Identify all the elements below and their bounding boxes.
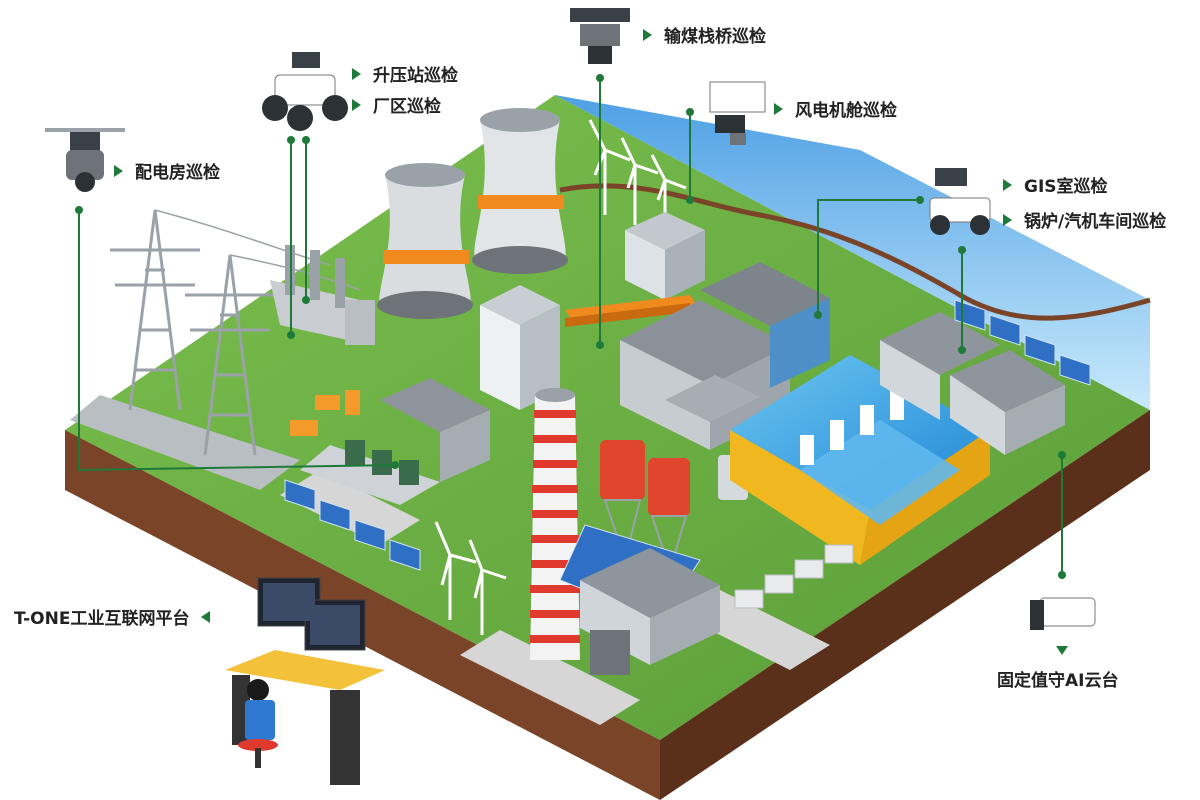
label-distribution-room-text: 配电房巡检 [135,163,220,183]
label-boiler-turbine: 锅炉/汽机车间巡检 [1003,207,1166,232]
cooling-fans [734,544,854,609]
label-ai-ptz: 固定值守AI云台 [997,666,1118,691]
label-boiler-turbine-text: 锅炉/汽机车间巡检 [1024,212,1167,232]
label-wind-nacelle: 风电机舱巡检 [774,96,897,121]
coal-conveyor-bridge [565,295,700,327]
control-building [625,212,705,300]
label-coal-bridge-text: 输煤栈桥巡检 [664,27,766,47]
arrow-right-icon [1003,213,1012,226]
office-block [480,285,560,410]
distribution-room-building [300,378,490,505]
hanging-inspection-robot-icon [45,128,125,192]
arrow-right-icon [1003,178,1012,191]
control-room-operator-icon [225,577,385,785]
arrow-right-icon [643,28,652,41]
ptz-camera-icon [1030,597,1096,630]
wheeled-inspection-robot-icon [262,52,348,131]
nacelle-inspection-robot-icon [709,81,766,145]
label-coal-bridge: 输煤栈桥巡检 [643,22,766,47]
rail-inspection-robot-icon [570,8,630,64]
label-gis-room-text: GIS室巡检 [1024,177,1108,197]
label-distribution-room: 配电房巡检 [114,158,220,183]
wind-turbines-back [588,119,687,235]
cargo-boxes [290,390,360,436]
hydro-dam [730,355,990,565]
arrow-right-icon [774,102,783,115]
chimney [530,388,580,660]
arrow-left-icon [201,610,211,623]
arrow-right-icon [352,67,361,80]
label-gis-room: GIS室巡检 [1003,172,1108,197]
callout-lines [78,78,1063,575]
label-plant-area-text: 厂区巡检 [373,97,441,117]
label-booster-station-text: 升压站巡检 [373,66,458,86]
label-booster-station: 升压站巡检 [352,61,458,86]
front-power-house [580,548,720,675]
label-platform: T-ONE工业互联网平台 [14,604,211,629]
arrow-down-icon [1056,646,1068,655]
label-ai-ptz-text: 固定值守AI云台 [997,671,1119,691]
gis-buildings [880,312,1065,455]
label-wind-nacelle-text: 风电机舱巡检 [795,101,897,121]
callout-dots [75,74,1066,579]
label-platform-text: T-ONE工业互联网平台 [14,609,190,629]
arrow-right-icon [352,98,361,111]
gis-inspection-robot-icon [929,168,991,235]
power-house [620,262,830,450]
cooling-towers [377,108,568,319]
label-plant-area: 厂区巡检 [352,92,441,117]
wind-turbines-front [434,521,507,635]
arrow-right-icon [114,164,123,177]
storage-tanks [600,440,748,574]
